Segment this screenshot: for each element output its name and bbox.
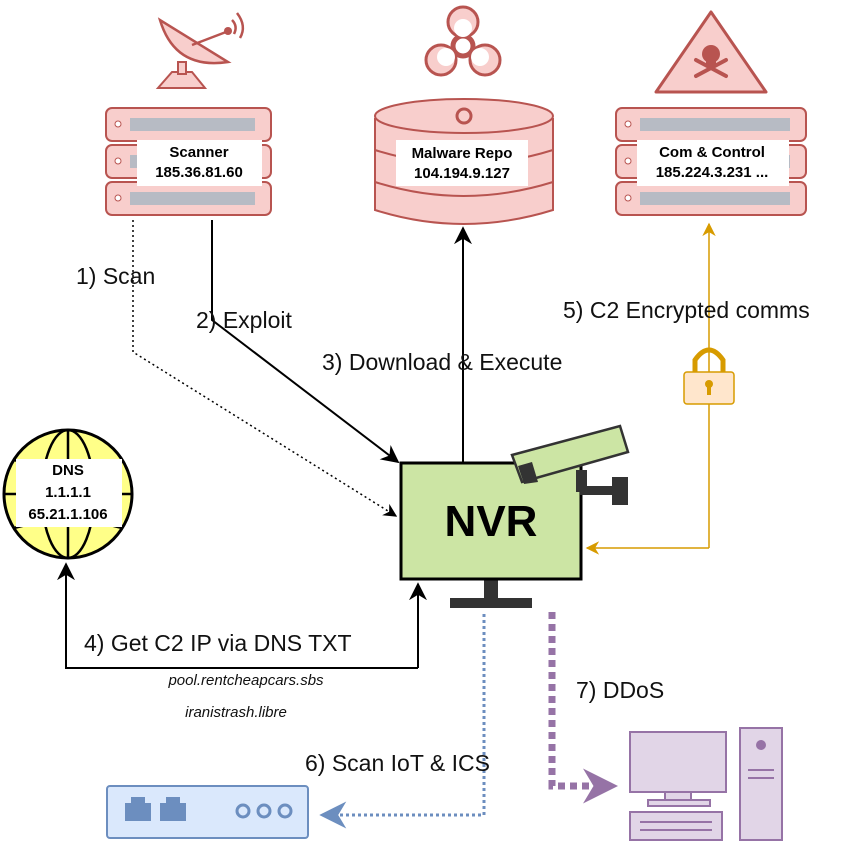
- biohazard-icon: [424, 5, 502, 77]
- dns-ip-2: 65.21.1.106: [28, 506, 107, 523]
- skull-warning-icon: [654, 10, 768, 94]
- scanner-name: Scanner: [169, 144, 228, 161]
- scanner-node: Scanner 185.36.81.60: [105, 12, 272, 216]
- dns-node: DNS 1.1.1.1 65.21.1.106: [2, 428, 134, 560]
- malware-repo-ip: 104.194.9.127: [414, 165, 510, 182]
- step-4-label: 4) Get C2 IP via DNS TXT: [84, 630, 352, 656]
- step-2-label: 2) Exploit: [196, 307, 292, 333]
- c2-name: Com & Control: [659, 144, 765, 161]
- scan-connector: [132, 220, 398, 517]
- satellite-dish-icon: [155, 12, 245, 89]
- c2-node: Com & Control 185.224.3.231 ...: [615, 10, 807, 216]
- cctv-camera-icon: [510, 424, 630, 505]
- c2-ip: 185.224.3.231 ...: [656, 164, 769, 181]
- dns-domain-2: iranistrash.libre: [185, 704, 287, 721]
- dns-query-connector: [57, 562, 418, 669]
- router-device-icon: [106, 785, 309, 839]
- dns-ip-1: 1.1.1.1: [45, 484, 91, 501]
- ddos-connector: [548, 612, 618, 804]
- desktop-computer-icon: [629, 727, 783, 841]
- scan-iot-connector: [319, 614, 486, 829]
- step-5-label: 5) C2 Encrypted comms: [563, 297, 810, 323]
- step-7-label: 7) DDoS: [576, 677, 664, 703]
- dns-domain-1: pool.rentcheapcars.sbs: [167, 672, 324, 689]
- malware-repo-node: Malware Repo 104.194.9.127: [374, 5, 554, 225]
- malware-repo-name: Malware Repo: [412, 145, 513, 162]
- nvr-node: NVR: [399, 424, 630, 608]
- padlock-icon: [683, 347, 735, 405]
- dns-name: DNS: [52, 462, 84, 479]
- exploit-connector: [211, 220, 400, 464]
- scanner-ip: 185.36.81.60: [155, 164, 243, 181]
- nvr-label: NVR: [445, 497, 538, 546]
- step-6-label: 6) Scan IoT & ICS: [305, 750, 490, 776]
- step-3-label: 3) Download & Execute: [322, 349, 562, 375]
- step-1-label: 1) Scan: [76, 263, 155, 289]
- monitor-icon: [399, 461, 583, 608]
